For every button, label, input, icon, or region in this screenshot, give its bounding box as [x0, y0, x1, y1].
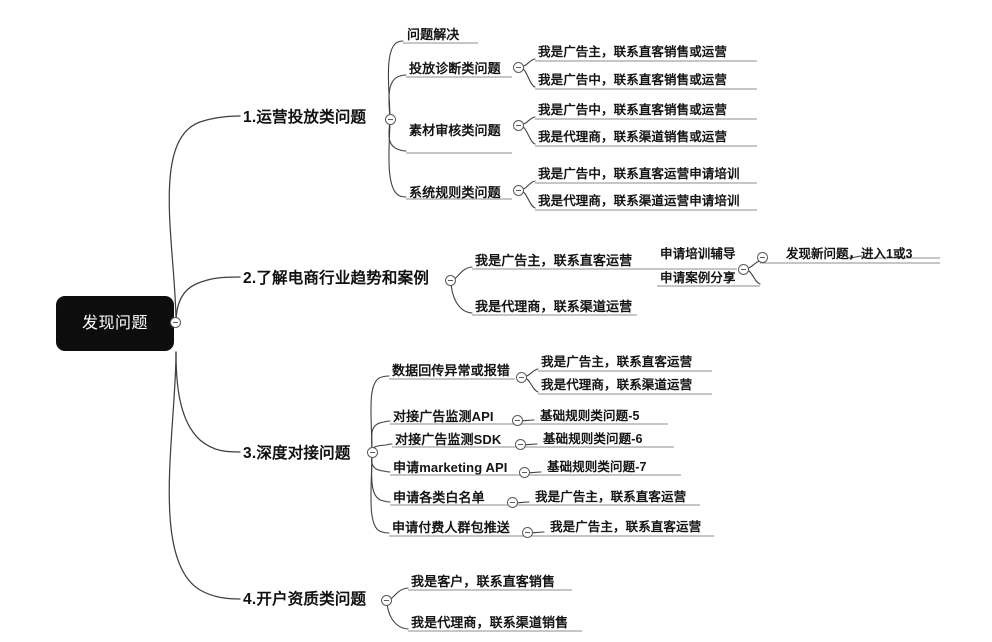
node-data-callback-error[interactable]: 数据回传异常或报错	[392, 363, 510, 378]
node-apply-whitelists-toggle[interactable]	[507, 497, 518, 508]
node-data-callback-error-toggle[interactable]	[516, 372, 527, 383]
leaf-basic-rules-7[interactable]: 基础规则类问题-7	[547, 460, 647, 474]
node-apply-case-sharing[interactable]: 申请案例分享	[660, 271, 736, 285]
node-advertiser-direct-ops-toggle[interactable]	[738, 264, 749, 275]
root-node[interactable]: 发现问题	[56, 296, 174, 351]
node-delivery-diagnosis-toggle[interactable]	[513, 62, 524, 73]
node-system-rules[interactable]: 系统规则类问题	[409, 185, 501, 200]
leaf-system-rules-2[interactable]: 我是代理商，联系渠道运营申请培训	[538, 194, 740, 208]
node-apply-paid-audience-push-toggle[interactable]	[522, 527, 533, 538]
node-apply-paid-audience-push[interactable]: 申请付费人群包推送	[392, 520, 510, 535]
branch-1-collapse-toggle[interactable]	[385, 114, 396, 125]
leaf-creative-review-2[interactable]: 我是代理商，联系渠道销售或运营	[538, 130, 728, 144]
node-ad-monitoring-sdk-toggle[interactable]	[515, 439, 526, 450]
node-advertiser-direct-ops[interactable]: 我是广告主，联系直客运营	[475, 253, 633, 268]
node-apply-marketing-api-toggle[interactable]	[519, 467, 530, 478]
leaf-agency-channel-sales[interactable]: 我是代理商，联系渠道销售	[411, 615, 569, 630]
branch-3-collapse-toggle[interactable]	[367, 447, 378, 458]
node-apply-marketing-api[interactable]: 申请marketing API	[393, 460, 508, 475]
leaf-paid-audience-advertiser[interactable]: 我是广告主，联系直客运营	[550, 520, 702, 534]
node-system-rules-toggle[interactable]	[513, 185, 524, 196]
node-apply-whitelists[interactable]: 申请各类白名单	[393, 490, 485, 505]
branch-2-collapse-toggle[interactable]	[445, 275, 456, 286]
node-ad-monitoring-api[interactable]: 对接广告监测API	[393, 409, 494, 424]
branch-3-label[interactable]: 3.深度对接问题	[243, 445, 351, 462]
leaf-advertiser-direct-sales-2[interactable]: 我是广告中，联系直客销售或运营	[538, 73, 728, 87]
node-creative-review-toggle[interactable]	[513, 120, 524, 131]
branch-4-label[interactable]: 4.开户资质类问题	[243, 591, 367, 608]
leaf-basic-rules-6[interactable]: 基础规则类问题-6	[543, 432, 643, 446]
leaf-whitelist-advertiser[interactable]: 我是广告主，联系直客运营	[535, 490, 687, 504]
leaf-basic-rules-5[interactable]: 基础规则类问题-5	[540, 409, 640, 423]
root-node-label: 发现问题	[81, 314, 148, 332]
node-agency-channel-ops[interactable]: 我是代理商，联系渠道运营	[475, 299, 633, 314]
leaf-data-callback-agency[interactable]: 我是代理商，联系渠道运营	[541, 378, 693, 392]
node-creative-review[interactable]: 素材审核类问题	[409, 123, 501, 138]
branch-1-label[interactable]: 1.运营投放类问题	[243, 109, 367, 126]
leaf-data-callback-advertiser[interactable]: 我是广告主，联系直客运营	[541, 355, 693, 369]
node-problem-solved[interactable]: 问题解决	[407, 27, 460, 42]
node-delivery-diagnosis[interactable]: 投放诊断类问题	[409, 61, 501, 76]
leaf-advertiser-direct-sales-1[interactable]: 我是广告主，联系直客销售或运营	[538, 45, 728, 59]
leaf-customer-direct-sales[interactable]: 我是客户，联系直客销售	[411, 574, 556, 589]
node-ad-monitoring-api-toggle[interactable]	[512, 415, 523, 426]
node-ad-monitoring-sdk[interactable]: 对接广告监测SDK	[395, 432, 502, 447]
leaf-system-rules-1[interactable]: 我是广告中，联系直客运营申请培训	[538, 167, 740, 181]
leaf-creative-review-1[interactable]: 我是广告中，联系直客销售或运营	[538, 103, 728, 117]
leaf-new-issue-goto-1-or-3[interactable]: 发现新问题，进入1或3	[786, 247, 913, 261]
node-apply-training-guidance-toggle[interactable]	[757, 252, 768, 263]
node-apply-training-guidance[interactable]: 申请培训辅导	[660, 247, 736, 261]
branch-2-label[interactable]: 2.了解电商行业趋势和案例	[243, 270, 430, 287]
root-collapse-toggle[interactable]	[170, 317, 181, 328]
branch-4-collapse-toggle[interactable]	[381, 595, 392, 606]
